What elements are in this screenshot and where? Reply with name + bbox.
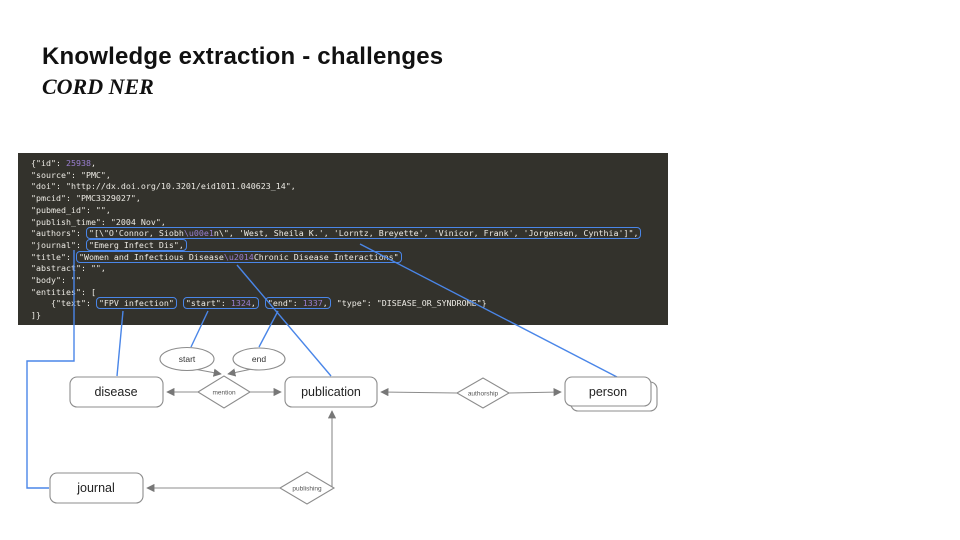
- disease-label: disease: [94, 385, 137, 399]
- code-line: "pubmed_id": "",: [31, 204, 111, 215]
- authorship-label: authorship: [468, 391, 499, 398]
- code-line: "doi": "http://dx.doi.org/10.3201/eid101…: [31, 181, 296, 192]
- mention-diamond: [196, 375, 252, 409]
- edge-authorship-person: [508, 388, 562, 397]
- code-line: "abstract": "",: [31, 263, 106, 274]
- publication-box: [284, 376, 378, 408]
- code-line: "source": "PMC",: [31, 169, 111, 180]
- edge-end-mention: [227, 368, 253, 377]
- entity-highlight-box: "start": 1324,: [182, 297, 259, 310]
- code-line: "body": "": [31, 275, 81, 286]
- publication-label: publication: [301, 385, 361, 399]
- entity-highlight-box: "Women and Infectious Disease\u2014Chron…: [75, 250, 402, 263]
- person-box: [564, 376, 652, 407]
- code-block: {"id": 25938,"source": "PMC","doi": "htt…: [18, 153, 668, 325]
- person-box-shadow: [570, 381, 658, 412]
- authorship-diamond: [455, 377, 511, 409]
- entity-highlight-box: "end": 1337,: [264, 297, 331, 310]
- end-ellipse: [232, 347, 286, 371]
- relation-edges: [146, 368, 562, 493]
- code-line: {"text": "FPV infection" "start": 1324, …: [31, 297, 487, 310]
- code-line: "authors": "[\"O'Connor, Siobh\u00e1n\",…: [31, 227, 668, 240]
- code-line: "journal": "Emerg Infect Dis",: [31, 238, 668, 252]
- start-ellipse: [159, 346, 215, 372]
- mention-label: mention: [212, 390, 236, 397]
- code-line: "pmcid": "PMC3329027",: [31, 193, 141, 204]
- journal-label: journal: [76, 481, 115, 495]
- code-line: ]}: [31, 310, 41, 321]
- edge-authorship-publication: [380, 387, 458, 397]
- code-line: "publish_time": "2004 Nov",: [31, 216, 166, 227]
- disease-box: [69, 376, 164, 408]
- slide-title: Knowledge extraction - challenges: [42, 43, 444, 70]
- start-label: start: [179, 354, 196, 364]
- publishing-diamond: [278, 471, 336, 505]
- title-block: Knowledge extraction - challenges CORD N…: [42, 42, 443, 102]
- end-label: end: [252, 354, 266, 364]
- entity-highlight-box: "[\"O'Connor, Siobh\u00e1n\", 'West, She…: [85, 227, 642, 240]
- journal-box: [49, 472, 144, 504]
- code-line: "title": "Women and Infectious Disease\u…: [31, 250, 668, 264]
- slide-subtitle: CORD NER: [42, 74, 154, 99]
- person-label: person: [589, 385, 627, 399]
- code-line: {"id": 25938,: [31, 158, 96, 168]
- entity-highlight-box: "FPV infection": [95, 297, 177, 310]
- entity-highlight-box: "Emerg Infect Dis",: [85, 238, 187, 251]
- edge-start-mention: [193, 368, 222, 377]
- publishing-label: publishing: [292, 486, 322, 493]
